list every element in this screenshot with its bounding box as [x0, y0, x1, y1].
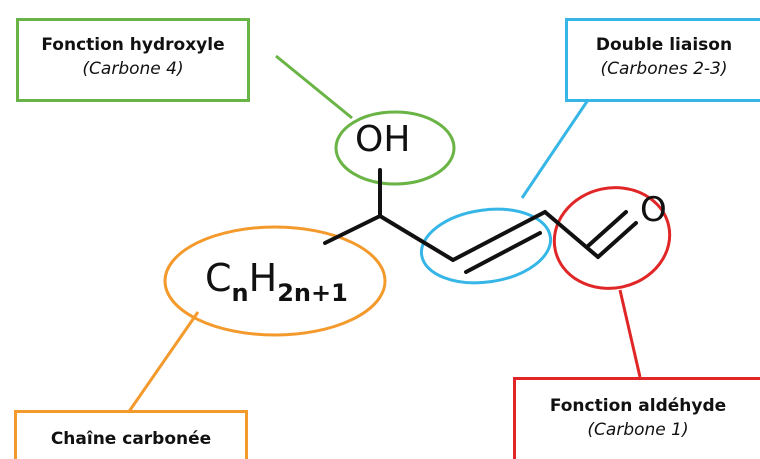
hydroxyl-connector — [275, 54, 353, 120]
aldehyde-label-title: Fonction aldéhyde — [549, 396, 727, 416]
formula-carbon: C — [205, 256, 232, 300]
double-bond-highlight — [419, 207, 553, 285]
hydroxyl-group-text: OH — [355, 119, 411, 160]
bond-c3-c2 — [451, 210, 547, 262]
formula-hydrogen: H — [248, 256, 278, 300]
bond-chain-c4 — [323, 214, 382, 245]
chain-formula: CnH2n+1 — [205, 256, 348, 307]
bond-c4-c3 — [378, 214, 455, 262]
bond-c1-o — [596, 221, 638, 259]
hydroxyl-label-title: Fonction hydroxyle — [41, 35, 225, 55]
chain-label-box: Chaîne carbonée — [14, 410, 248, 459]
formula-hydrogen-subscript: 2n+1 — [277, 279, 348, 307]
formula-carbon-subscript: n — [231, 279, 249, 307]
double-bond-label-title: Double liaison — [595, 35, 733, 55]
aldehyde-highlight — [552, 186, 672, 290]
aldehyde-connector — [618, 289, 642, 378]
double-bond-label-box: Double liaison (Carbones 2-3) — [565, 18, 760, 102]
molecule-bonds — [323, 168, 638, 274]
chain-label-title: Chaîne carbonée — [50, 429, 212, 449]
chain-highlight — [163, 225, 387, 337]
aldehyde-label-subtitle: (Carbone 1) — [587, 420, 689, 440]
bond-c2-c1 — [543, 210, 600, 259]
hydroxyl-highlight — [334, 110, 456, 186]
bond-c1-o-double — [586, 210, 628, 248]
carbonyl-oxygen-text: O — [640, 190, 667, 230]
hydroxyl-label-subtitle: (Carbone 4) — [82, 59, 184, 79]
aldehyde-label-box: Fonction aldéhyde (Carbone 1) — [513, 377, 760, 459]
chain-connector — [126, 311, 200, 414]
hydroxyl-label-box: Fonction hydroxyle (Carbone 4) — [16, 18, 250, 102]
double-bond-connector — [520, 96, 592, 199]
double-bond-label-subtitle: (Carbones 2-3) — [600, 59, 728, 79]
bond-c3-c2-double — [464, 231, 542, 274]
